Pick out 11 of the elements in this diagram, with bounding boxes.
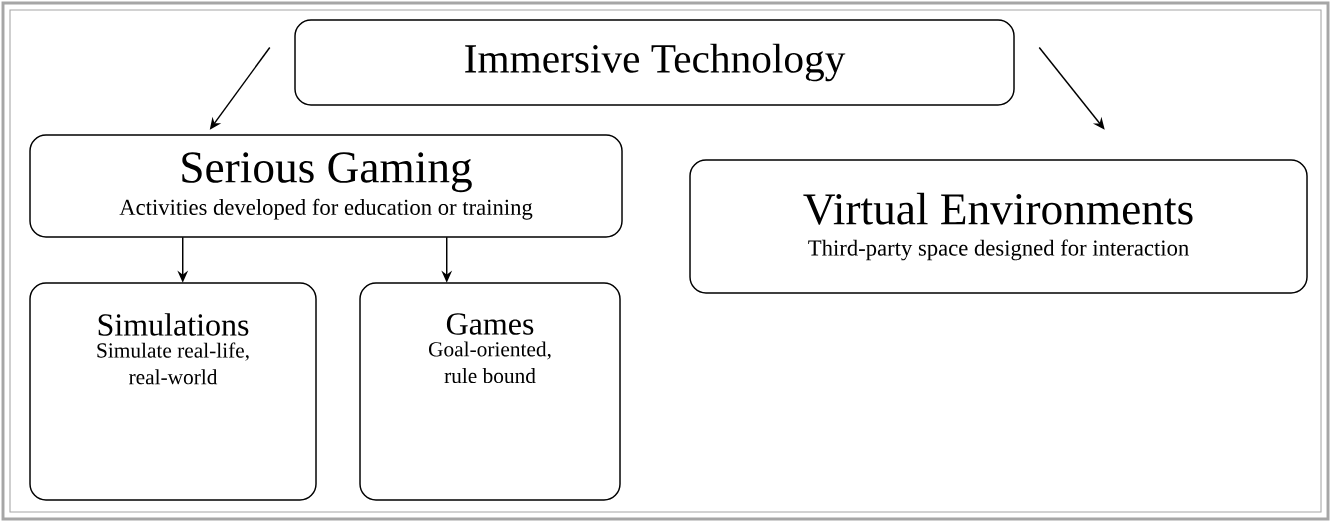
box-text: Games Goal-oriented, rule bound bbox=[429, 313, 551, 384]
box-text: Virtual Environments Third-party space designed for interaction bbox=[803, 192, 1193, 261]
box-text: Simulations Simulate real-life, real-world bbox=[97, 313, 249, 385]
box bbox=[29, 282, 317, 501]
arrow bbox=[1038, 46, 1105, 130]
box-text: Immersive Technology bbox=[465, 43, 846, 82]
box bbox=[294, 19, 1015, 106]
box bbox=[29, 134, 623, 238]
box-text: Serious Gaming Activities developed for education or training bbox=[119, 152, 533, 220]
box bbox=[359, 282, 621, 501]
box bbox=[689, 159, 1308, 294]
